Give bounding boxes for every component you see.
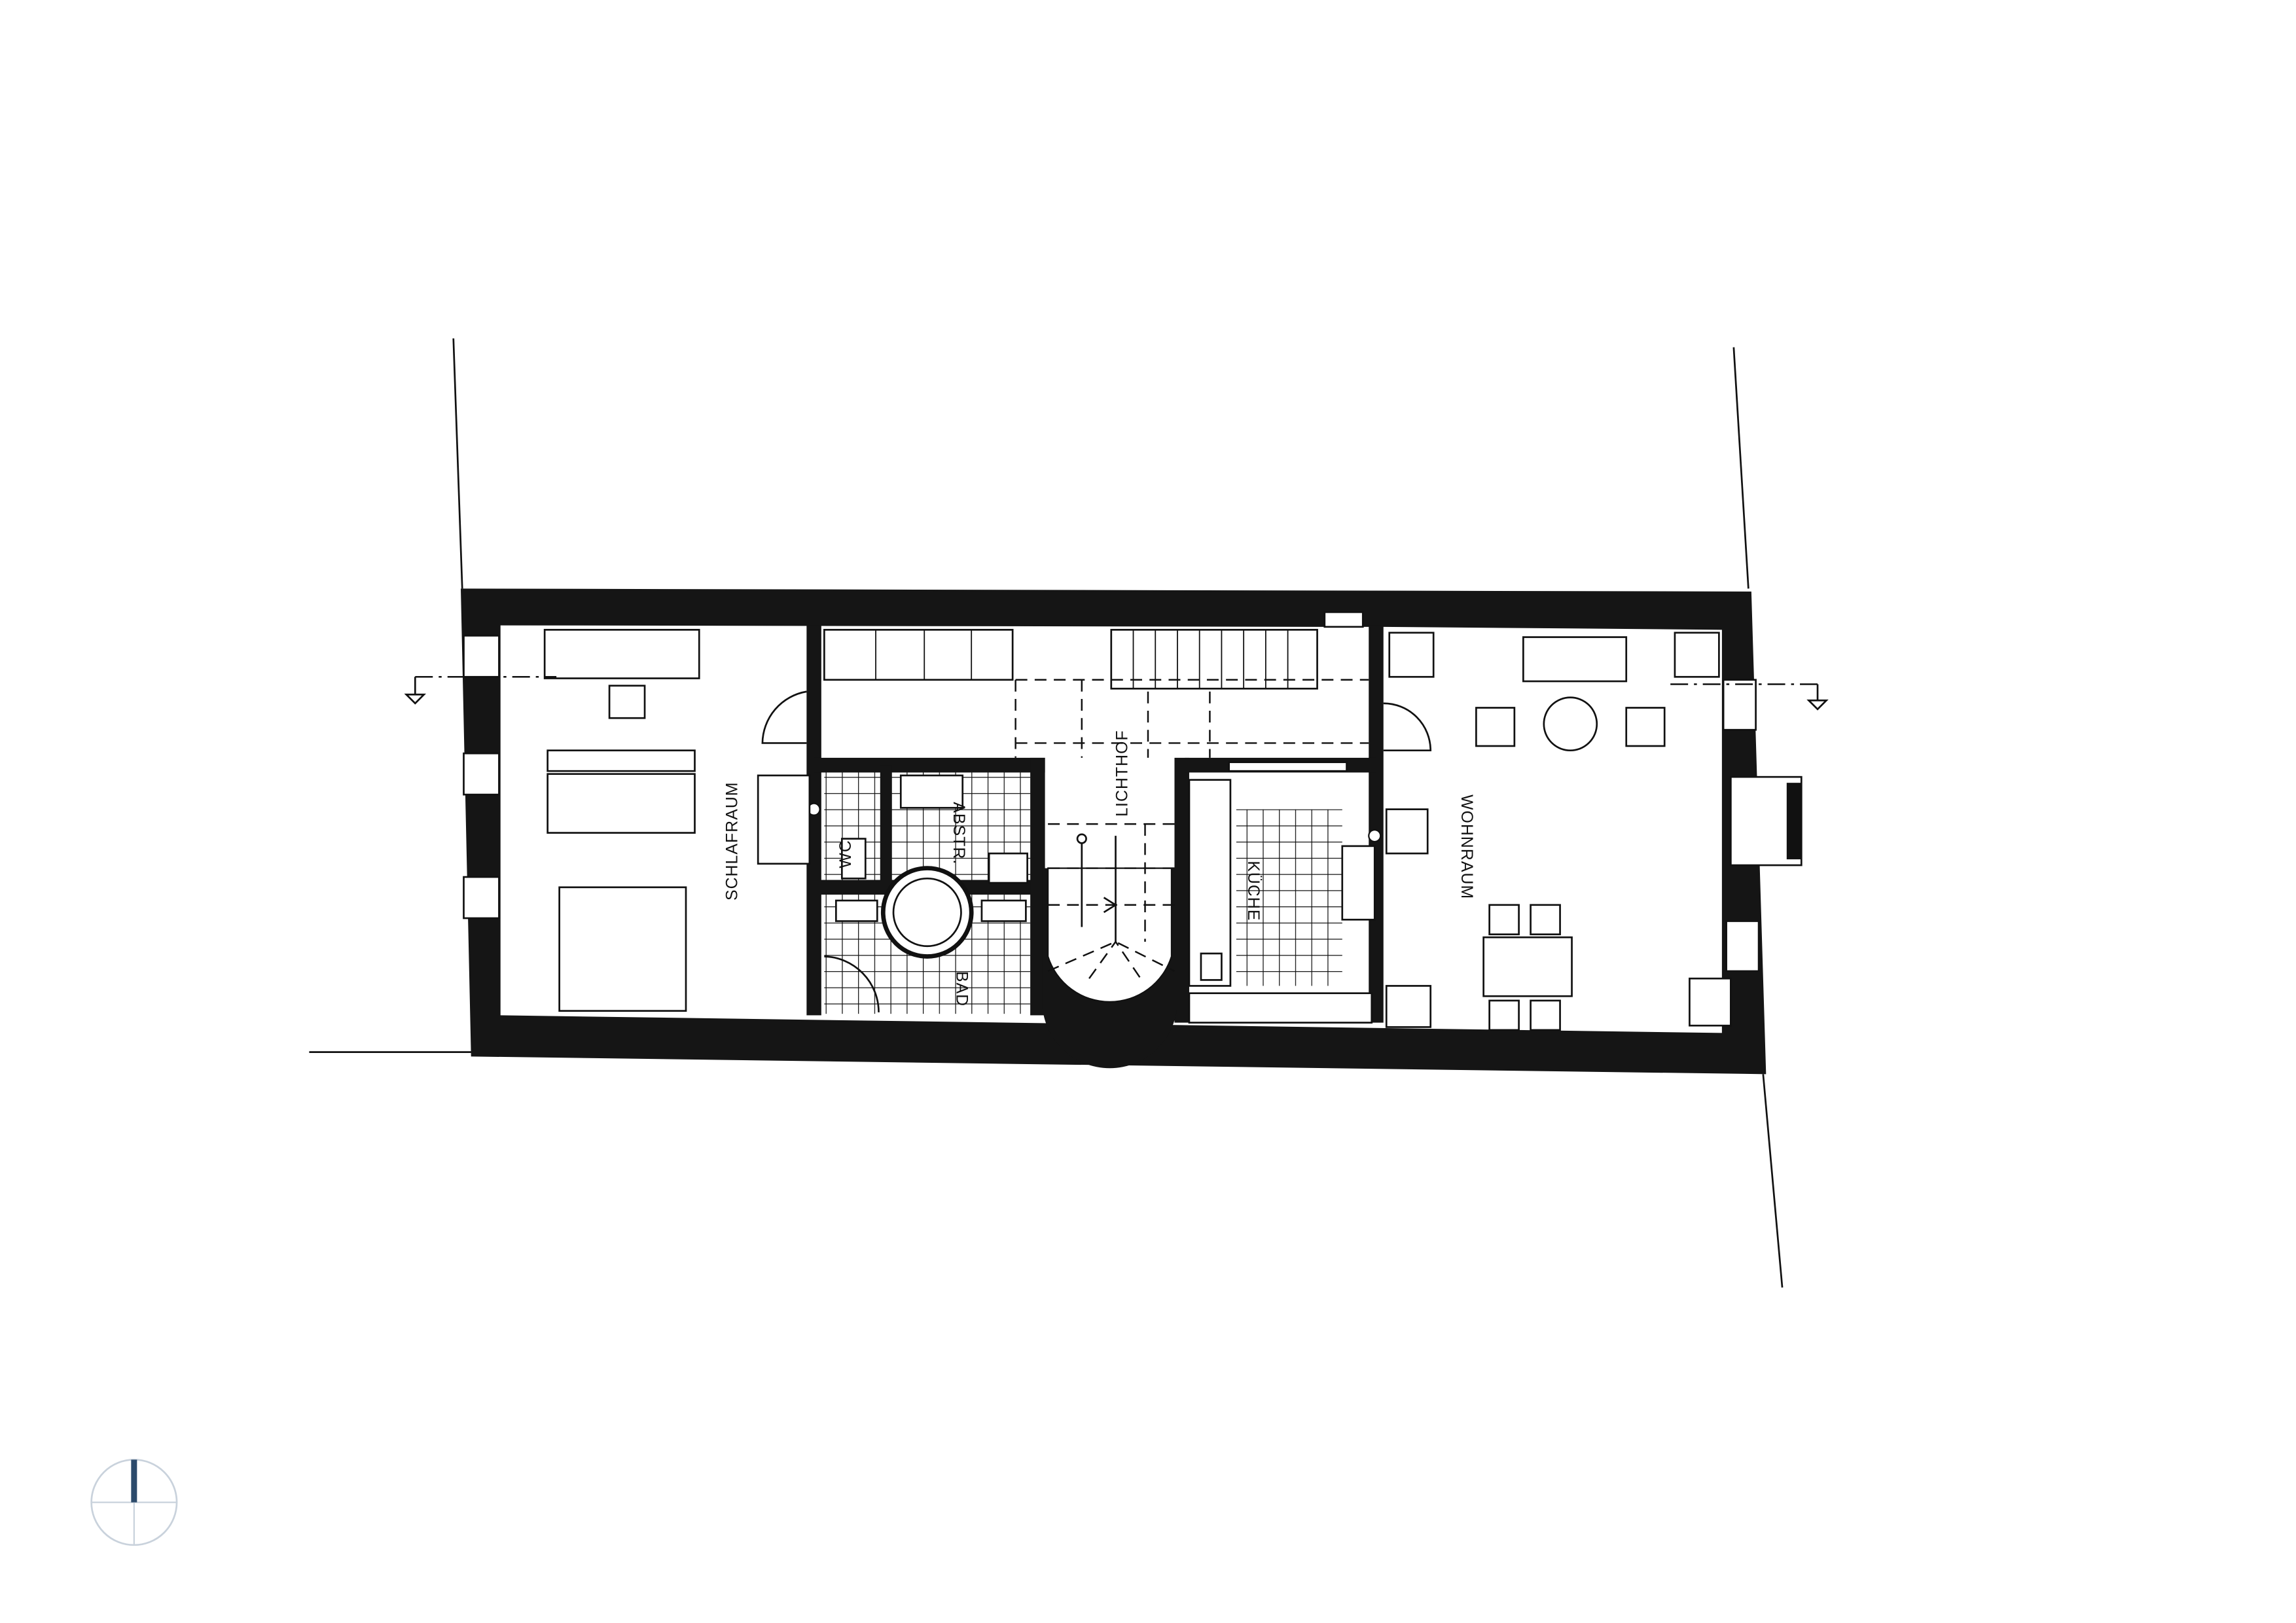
room-label-kueche: KÜCHE	[1244, 861, 1262, 921]
bath-fixtures	[824, 774, 1028, 1012]
outer-walls	[460, 588, 1803, 1075]
stair-arrow-icon	[1103, 897, 1118, 914]
stair	[823, 628, 1369, 979]
room-label-abstellraum: ABSTR.	[950, 802, 967, 865]
section-marker-left	[404, 676, 557, 705]
section-marker-right	[1670, 683, 1829, 711]
section-marker-icon	[404, 677, 427, 705]
property-lines	[309, 338, 1784, 1288]
room-label-lichthof: LICHTHOF	[1114, 730, 1132, 817]
room-label-wc: WC	[837, 840, 855, 868]
north-arrow-icon	[90, 1459, 178, 1546]
room-label-schlafraum: SCHLAFRAUM	[724, 781, 742, 901]
kueche-furniture	[1188, 761, 1376, 1024]
room-label-bad: BAD	[953, 971, 971, 1007]
schlafraum-furniture	[543, 628, 811, 1012]
wohnraum-furniture	[1383, 632, 1732, 1031]
room-label-wohnraum: WOHNRAUM	[1458, 794, 1475, 899]
